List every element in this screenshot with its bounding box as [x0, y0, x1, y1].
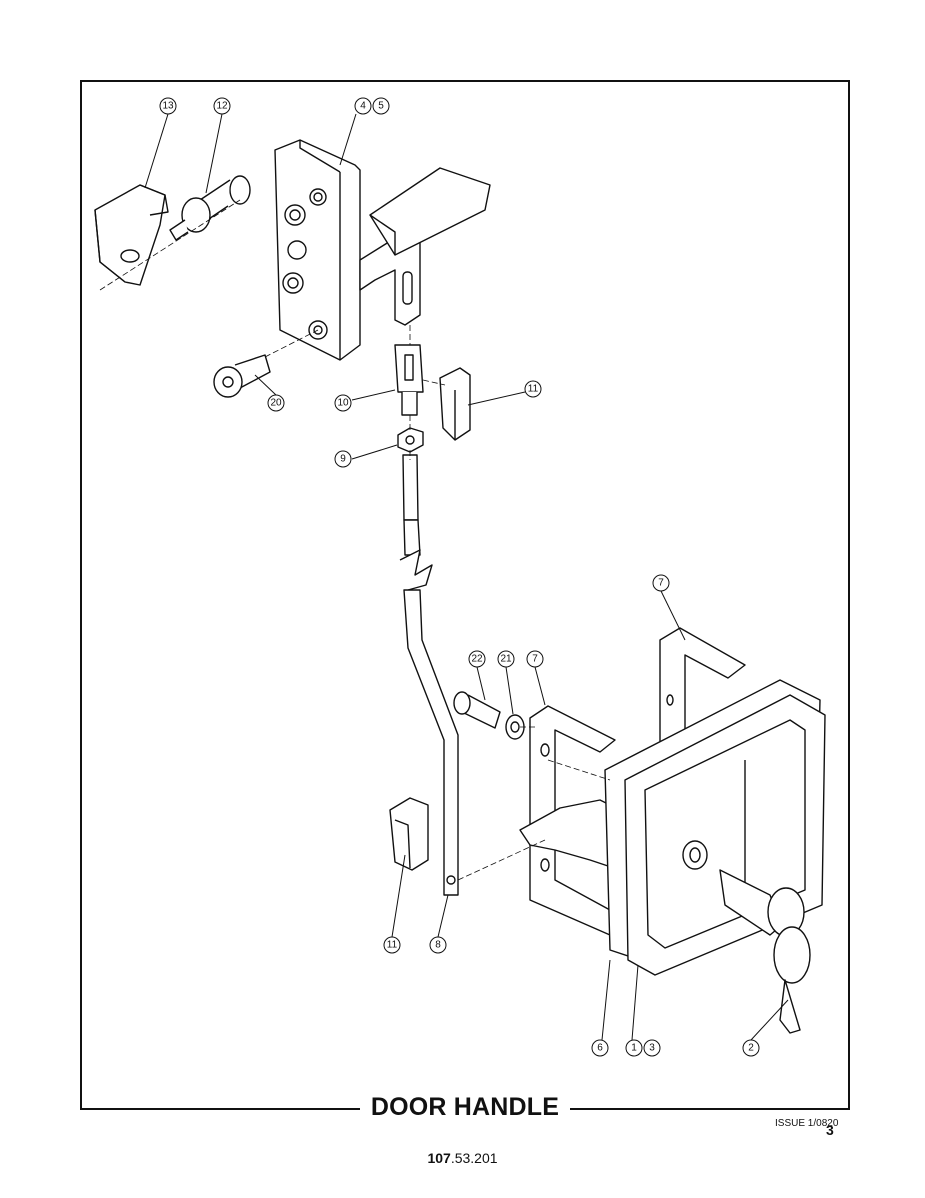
issue-label: ISSUE 1/0820	[775, 1118, 839, 1129]
callout-8: 8	[435, 940, 441, 951]
part-4-5-latch-body	[274, 139, 361, 361]
part-1-handle-body	[624, 694, 826, 976]
part-10-clevis	[394, 344, 424, 416]
part-13-bracket	[94, 184, 169, 286]
callout-3: 3	[649, 1043, 655, 1054]
callout-7-rear: 7	[658, 578, 664, 589]
callout-11-upper: 11	[528, 384, 539, 395]
part-11-clip-lower	[389, 797, 429, 871]
latch-lever-paddle	[359, 167, 491, 326]
callout-13: 13	[162, 101, 174, 112]
callout-6: 6	[597, 1043, 603, 1054]
document-number-rest: .53.201	[450, 1150, 498, 1166]
part-22-screw	[453, 691, 501, 729]
callout-2: 2	[748, 1043, 754, 1054]
callout-5: 5	[378, 101, 384, 112]
callout-1: 1	[631, 1043, 637, 1054]
callout-12: 12	[216, 101, 228, 112]
callout-22: 22	[471, 654, 483, 665]
part-21-washer	[505, 714, 525, 740]
callout-10: 10	[337, 398, 349, 409]
callout-11-lower: 11	[387, 940, 398, 951]
part-2-keys	[719, 869, 811, 1034]
document-number: 107.53.201	[0, 1150, 925, 1166]
page-number: 3	[826, 1122, 834, 1138]
callout-4: 4	[360, 101, 366, 112]
part-9-nut	[397, 427, 424, 453]
callout-21: 21	[500, 654, 512, 665]
callout-7-front: 7	[532, 654, 538, 665]
callout-20: 20	[270, 398, 282, 409]
part-11-clip-upper	[439, 367, 471, 441]
part-20-screw	[213, 354, 271, 398]
title-block: DOOR HANDLE	[0, 1093, 925, 1131]
page-title: DOOR HANDLE	[360, 1093, 570, 1122]
part-12-striker-bolt	[169, 175, 251, 241]
document-number-bold: 107	[427, 1150, 451, 1166]
part-8-rod	[399, 454, 459, 896]
part-7-bracket-front	[529, 705, 616, 936]
callout-9: 9	[340, 454, 346, 465]
